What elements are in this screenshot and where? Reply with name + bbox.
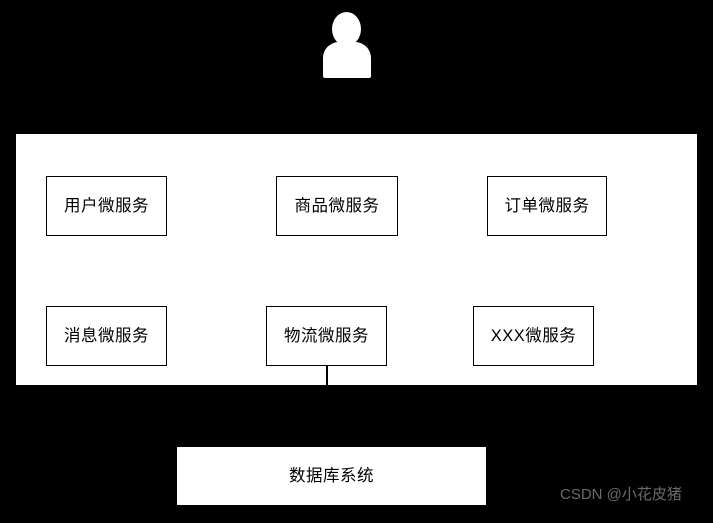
service-box-message-label: 消息微服务	[64, 326, 149, 345]
logistics-to-database-connector	[326, 366, 328, 386]
service-box-order[interactable]: 订单微服务	[487, 176, 607, 236]
database-system-box[interactable]: 数据库系统	[177, 447, 486, 505]
service-box-logistics-label: 物流微服务	[284, 326, 369, 345]
service-box-product-label: 商品微服务	[294, 196, 380, 215]
service-box-logistics[interactable]: 物流微服务	[266, 306, 387, 366]
service-box-order-label: 订单微服务	[504, 196, 590, 215]
user-person-icon	[320, 12, 374, 78]
user-icon-body	[323, 42, 371, 78]
user-icon-head	[332, 12, 361, 46]
service-box-message[interactable]: 消息微服务	[46, 306, 167, 366]
service-box-user[interactable]: 用户微服务	[46, 176, 167, 236]
service-box-xxx[interactable]: XXX微服务	[473, 306, 594, 366]
database-system-label: 数据库系统	[289, 466, 374, 485]
service-box-xxx-label: XXX微服务	[490, 326, 577, 345]
service-box-product[interactable]: 商品微服务	[276, 176, 398, 236]
service-box-user-label: 用户微服务	[64, 196, 149, 215]
watermark: CSDN @小花皮猪	[560, 486, 682, 503]
